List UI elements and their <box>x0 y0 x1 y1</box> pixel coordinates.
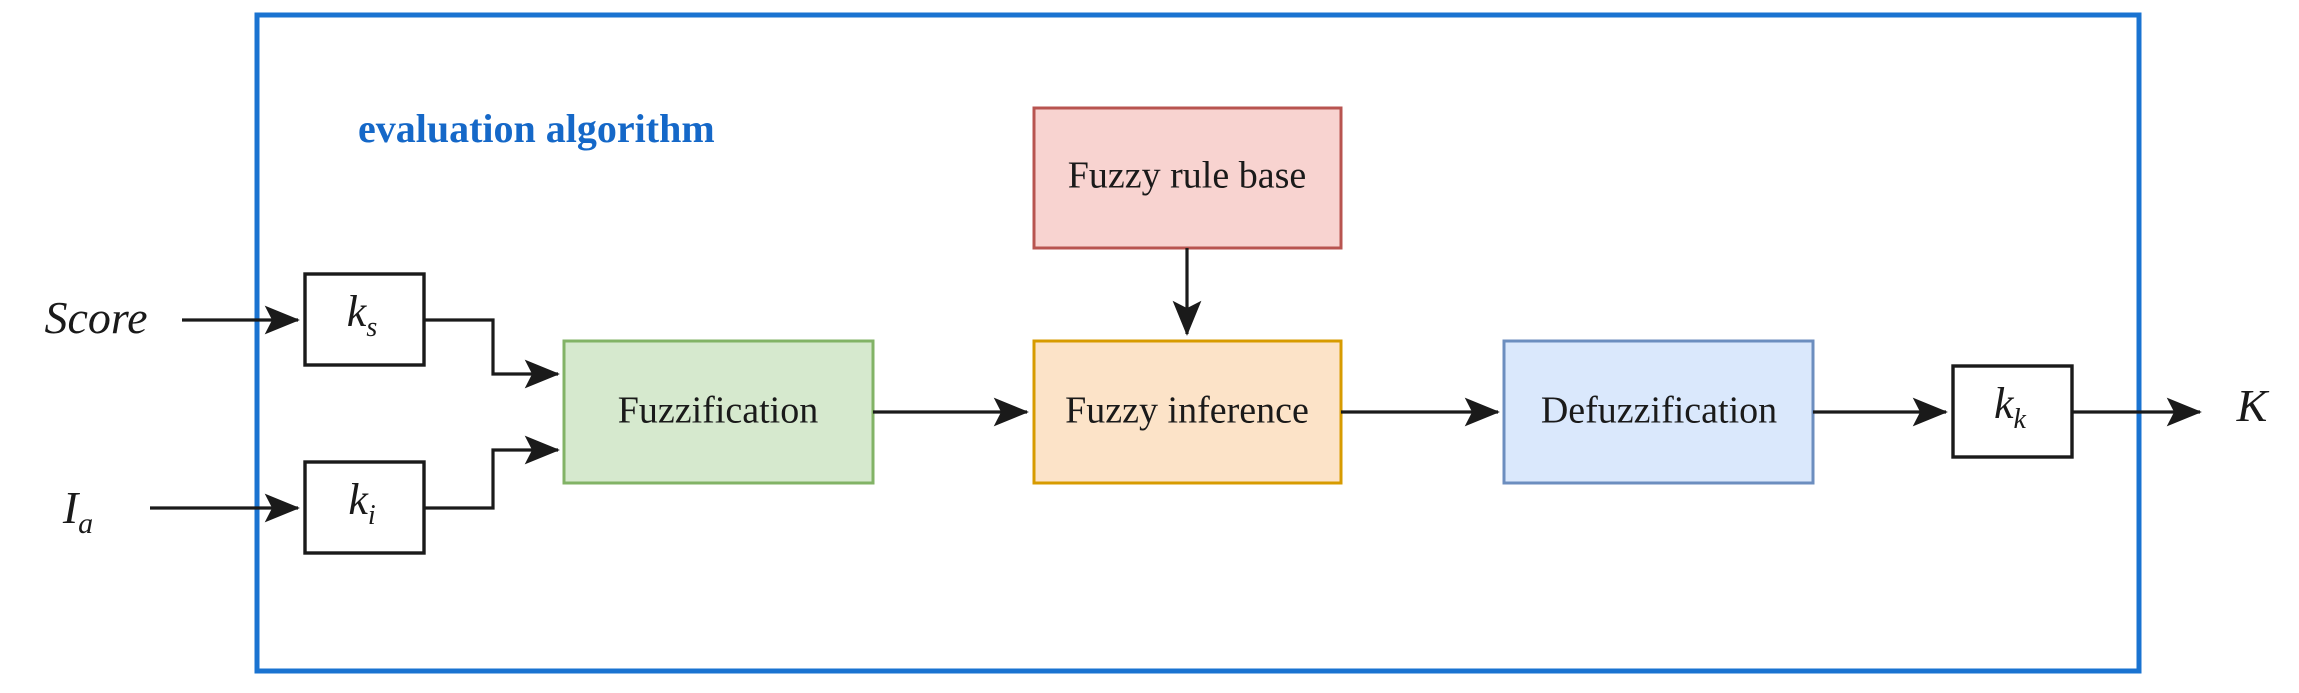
gain-kk-label: kk <box>1994 379 2027 435</box>
fuzzy-rule-base-label: Fuzzy rule base <box>1068 155 1306 197</box>
gain-ki-label: ki <box>348 475 375 531</box>
defuzzification-box <box>1502 339 1815 485</box>
wire-ki-to-fuzzification <box>424 435 560 510</box>
gain-ks-box <box>303 272 426 367</box>
gain-ki-box <box>303 460 426 555</box>
defuzzification-label: Defuzzification <box>1541 390 1777 432</box>
fuzzy-rule-base-box <box>1032 106 1343 250</box>
fuzzy-inference-box <box>1032 339 1343 485</box>
gain-output-label: K <box>2236 380 2270 431</box>
fuzzification-box <box>562 339 875 485</box>
evaluation-algorithm-title: evaluation algorithm <box>358 106 715 151</box>
wire-ks-to-fuzzification <box>424 318 560 389</box>
current-input-label: Ia <box>62 482 93 540</box>
fuzzy-inference-label: Fuzzy inference <box>1065 390 1309 432</box>
fuzzification-label: Fuzzification <box>618 390 818 432</box>
gain-ks-label: ks <box>347 287 378 343</box>
score-input-label: Score <box>44 292 147 343</box>
evaluation-algorithm-frame <box>254 12 2142 674</box>
